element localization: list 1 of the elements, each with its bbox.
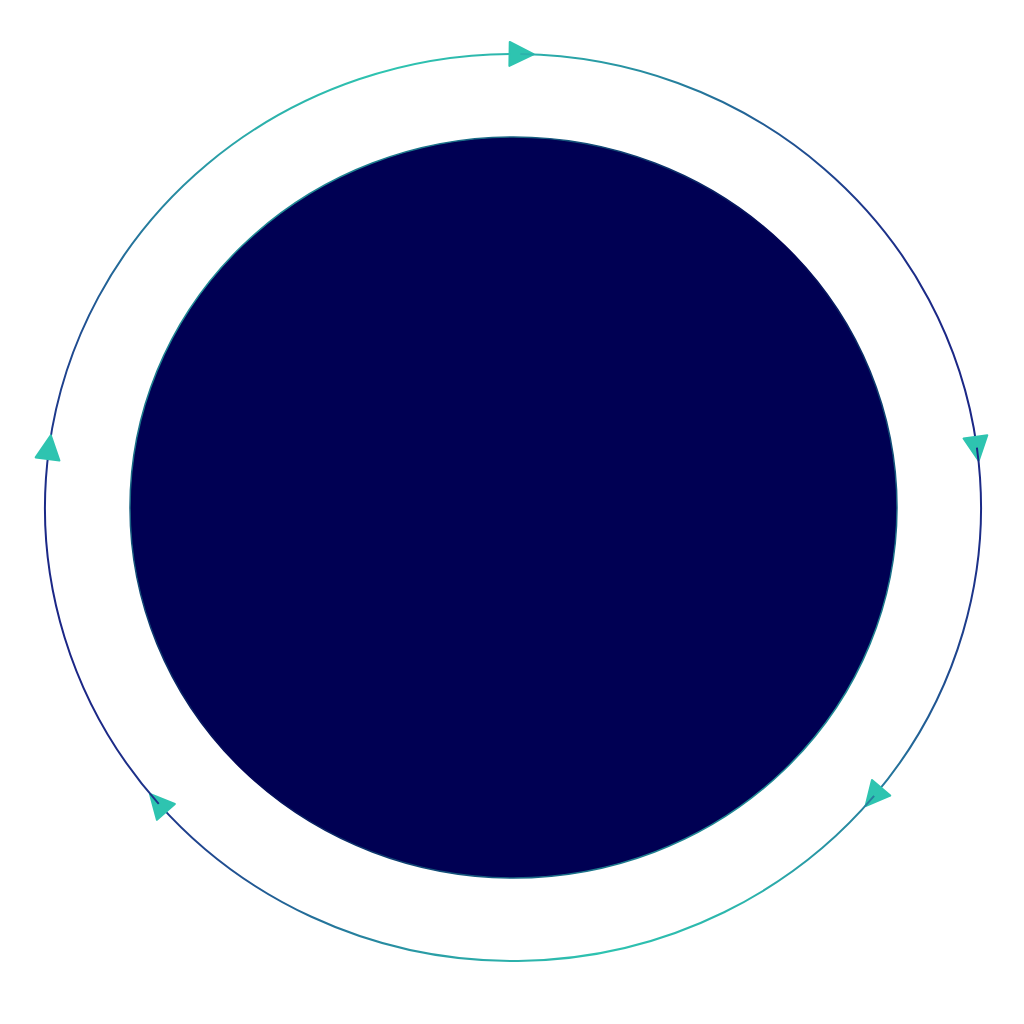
filled-circle [129,136,898,879]
